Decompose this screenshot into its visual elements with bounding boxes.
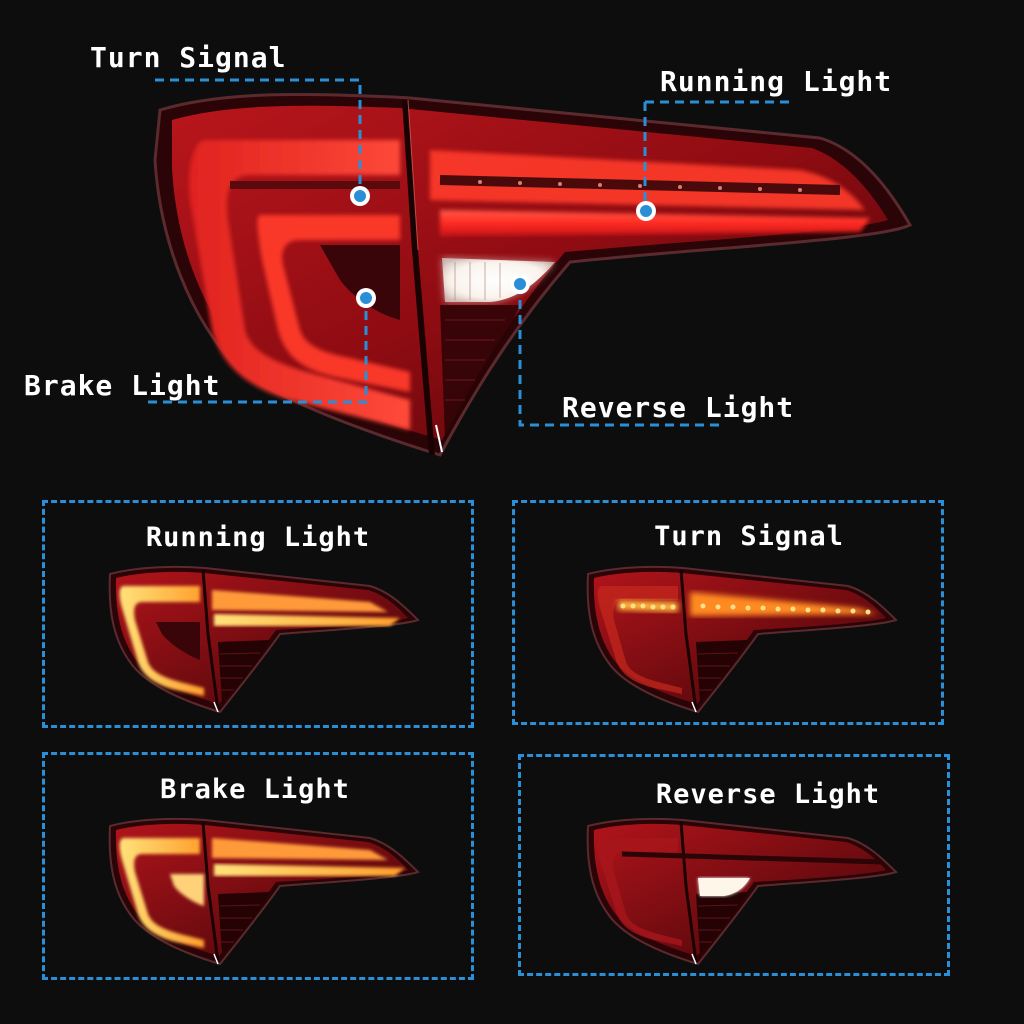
mini-taillight-reverse <box>586 817 898 966</box>
panel-brake-light <box>42 752 474 980</box>
callout-lines <box>148 78 790 427</box>
panel-turn-signal <box>512 500 944 725</box>
label-reverse-light: Reverse Light <box>562 391 795 424</box>
mini-taillight-running <box>108 565 420 714</box>
mini-taillight-turn <box>586 565 898 714</box>
label-turn-signal: Turn Signal <box>90 41 287 74</box>
main-taillight-diagram <box>148 78 913 457</box>
running-light-bar <box>430 150 870 236</box>
panel-title-brake: Brake Light <box>160 774 350 805</box>
brake-light-guide <box>189 140 410 430</box>
label-brake-light: Brake Light <box>24 369 221 402</box>
mini-taillight-brake <box>108 817 420 966</box>
reverse-light-lamp <box>442 258 555 302</box>
panel-reverse-light <box>518 754 950 976</box>
callout-dots <box>350 186 656 308</box>
panel-title-turn: Turn Signal <box>654 521 844 552</box>
panel-title-running: Running Light <box>145 522 371 553</box>
panel-running-light <box>42 500 474 728</box>
panel-title-reverse: Reverse Light <box>655 779 881 810</box>
label-running-light: Running Light <box>660 65 893 98</box>
